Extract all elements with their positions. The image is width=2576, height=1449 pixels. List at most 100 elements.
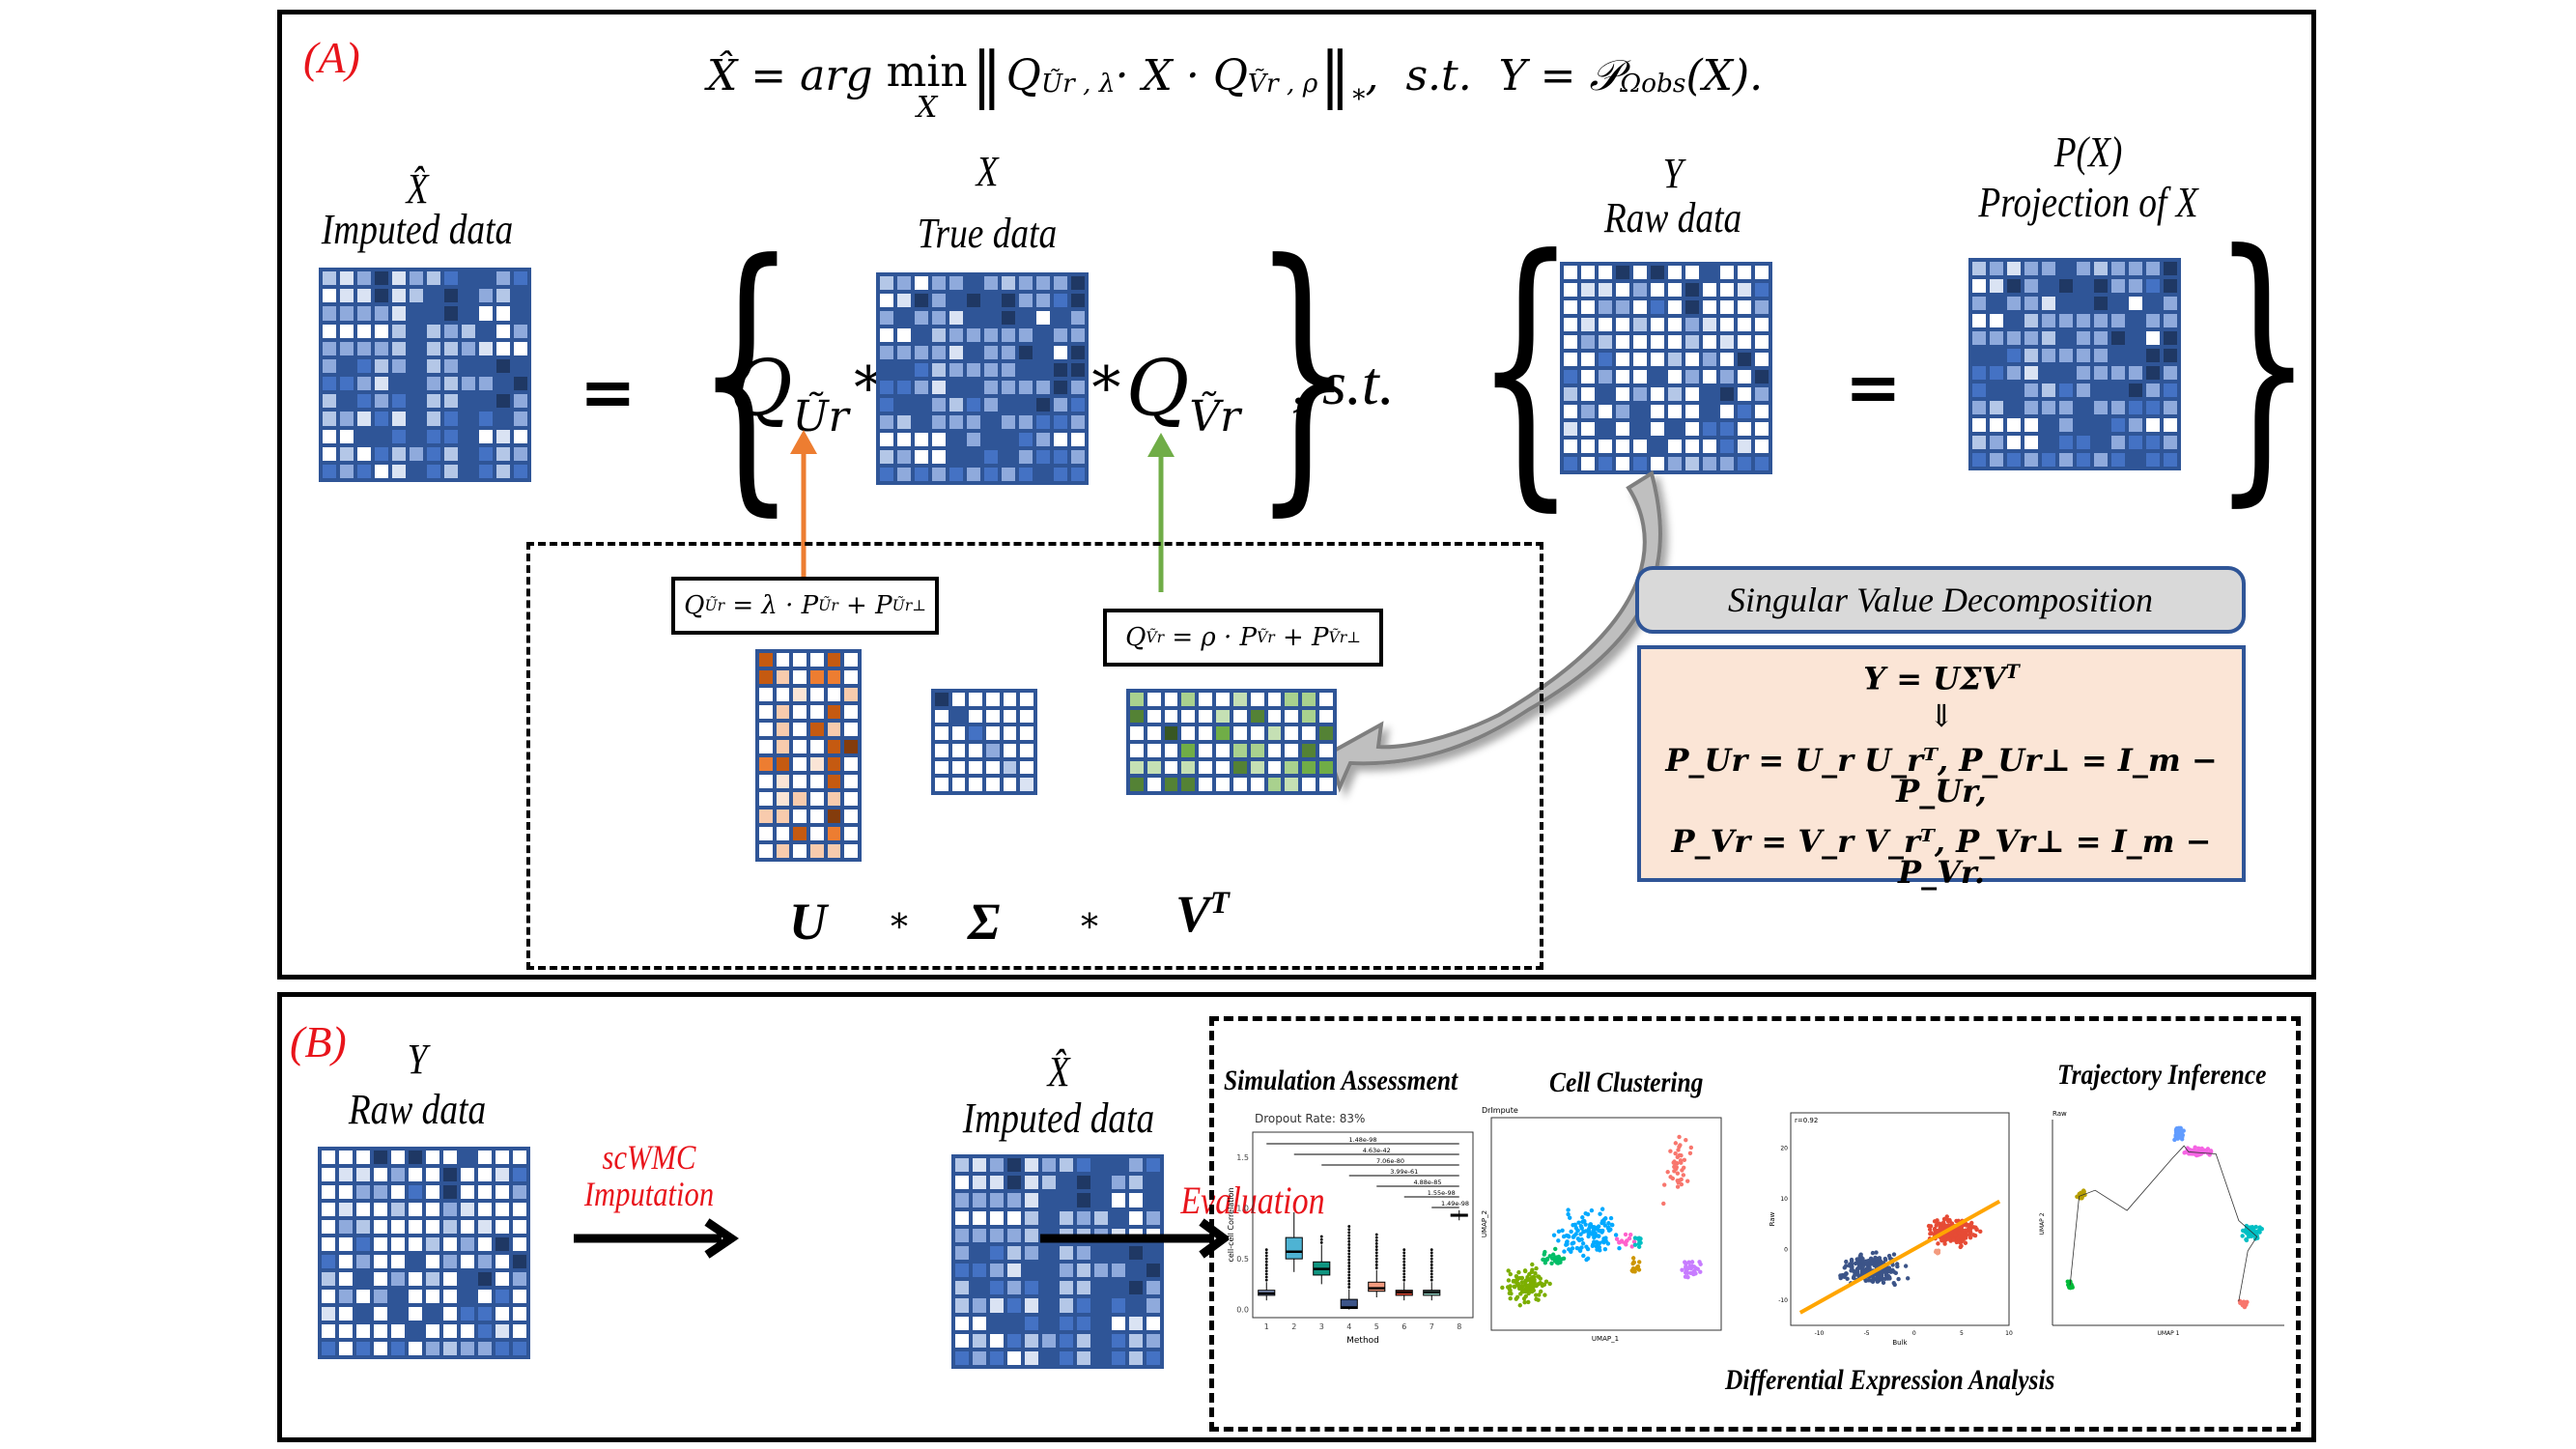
sigma-matrix — [931, 689, 1037, 795]
heatmap-cell — [2129, 297, 2142, 310]
heatmap-cell — [1972, 418, 1986, 432]
chart-title: Raw — [2052, 1110, 2067, 1118]
heatmap-cell — [1071, 294, 1085, 307]
heatmap-cell — [426, 1342, 439, 1355]
heatmap-cell — [375, 324, 388, 338]
heatmap-cell — [1990, 297, 2003, 310]
p-value-label: 1.49e-98 — [1441, 1200, 1469, 1208]
heatmap-cell — [1077, 1264, 1090, 1278]
raw-caption: Raw data — [1603, 194, 1742, 242]
formula-tail: (X). — [1685, 51, 1764, 100]
scatter-point — [2253, 1224, 2258, 1230]
scatter-point — [2067, 1284, 2072, 1290]
b-imputed-matrix — [951, 1154, 1164, 1369]
heatmap-cell — [1054, 381, 1067, 394]
heatmap-cell — [1302, 778, 1316, 791]
scatter-point — [1508, 1296, 1513, 1301]
x-tick-label: 8 — [1457, 1322, 1461, 1331]
y-axis-label: Raw — [1769, 1211, 1776, 1226]
heatmap-cell — [1025, 1264, 1038, 1278]
heatmap-cell — [2111, 401, 2125, 414]
heatmap-cell — [2059, 279, 2073, 293]
heatmap-cell — [1146, 1176, 1160, 1190]
heatmap-cell — [1060, 1245, 1073, 1260]
heatmap-cell — [1633, 457, 1647, 470]
heatmap-cell — [374, 1290, 387, 1303]
heatmap-cell — [2042, 331, 2055, 345]
box-outlier — [1374, 1245, 1378, 1248]
heatmap-cell — [1599, 300, 1612, 314]
heatmap-cell — [1060, 1333, 1073, 1348]
x-tick-label: 5 — [1960, 1330, 1964, 1337]
heatmap-cell — [949, 276, 963, 290]
heatmap-cell — [1285, 760, 1299, 775]
scatter-point — [2193, 1150, 2198, 1154]
heatmap-cell — [427, 289, 440, 303]
scatter-point — [1583, 1222, 1588, 1227]
scatter-point — [1566, 1211, 1571, 1217]
heatmap-cell — [513, 1151, 526, 1164]
plot-frame — [1790, 1112, 2010, 1326]
scatter-point — [1506, 1268, 1511, 1273]
heatmap-cell — [973, 1193, 986, 1208]
heatmap-cell — [1003, 726, 1017, 740]
heatmap-cell — [793, 705, 807, 719]
x-tick-label: 2 — [1291, 1322, 1296, 1331]
heatmap-cell — [967, 311, 980, 325]
heatmap-cell — [1181, 726, 1196, 740]
box-outlier — [1402, 1266, 1406, 1269]
heatmap-cell — [1616, 440, 1629, 453]
heatmap-cell — [932, 468, 946, 481]
scatter-point — [1606, 1221, 1611, 1226]
heatmap-cell — [1285, 693, 1299, 706]
heatmap-cell — [356, 1203, 370, 1216]
heatmap-cell — [427, 377, 440, 391]
heatmap-cell — [461, 1151, 474, 1164]
scatter-point — [1544, 1257, 1550, 1263]
heatmap-cell — [880, 433, 893, 446]
heatmap-cell — [1002, 346, 1015, 359]
heatmap-cell — [1564, 335, 1577, 349]
heatmap-cell — [2059, 366, 2073, 380]
scatter-point — [1672, 1161, 1678, 1166]
formula-norm-close: ‖ — [1319, 40, 1351, 111]
scatter-point — [1941, 1216, 1947, 1222]
heatmap-cell — [462, 358, 475, 373]
box-outlier — [1264, 1251, 1268, 1255]
heatmap-cell — [793, 810, 807, 823]
box-outlier — [1347, 1243, 1351, 1246]
heatmap-cell — [495, 1324, 509, 1338]
box-outlier — [1402, 1269, 1406, 1273]
heatmap-cell — [2059, 436, 2073, 449]
heatmap-cell — [1054, 398, 1067, 412]
scatter-point — [1564, 1242, 1569, 1247]
box-outlier — [1347, 1231, 1351, 1235]
heatmap-cell — [967, 415, 980, 429]
heatmap-cell — [1146, 1298, 1160, 1313]
heatmap-cell — [375, 289, 388, 303]
heatmap-cell — [2164, 349, 2177, 362]
heatmap-cell — [1060, 1350, 1073, 1365]
heatmap-cell — [410, 324, 423, 338]
heatmap-cell — [1990, 418, 2003, 432]
heatmap-cell — [932, 328, 946, 342]
heatmap-cell — [461, 1255, 474, 1268]
heatmap-cell — [827, 740, 841, 753]
heatmap-cell — [1703, 335, 1716, 349]
heatmap-cell — [776, 827, 790, 840]
scatter-point — [2259, 1227, 2264, 1232]
heatmap-cell — [1019, 346, 1033, 359]
scatter-point — [1681, 1173, 1686, 1178]
heatmap-cell — [374, 1237, 387, 1251]
heatmap-cell — [356, 1237, 370, 1251]
heatmap-cell — [427, 394, 440, 409]
heatmap-cell — [392, 289, 406, 303]
heatmap-cell — [323, 289, 336, 303]
heatmap-cell — [949, 450, 963, 464]
heatmap-cell — [1616, 283, 1629, 297]
imputed-matrix — [319, 268, 531, 482]
scatter-point — [1678, 1143, 1683, 1148]
scatter-point — [1570, 1246, 1575, 1251]
scatter-point — [1531, 1277, 1537, 1282]
scatter-point — [1542, 1257, 1546, 1263]
